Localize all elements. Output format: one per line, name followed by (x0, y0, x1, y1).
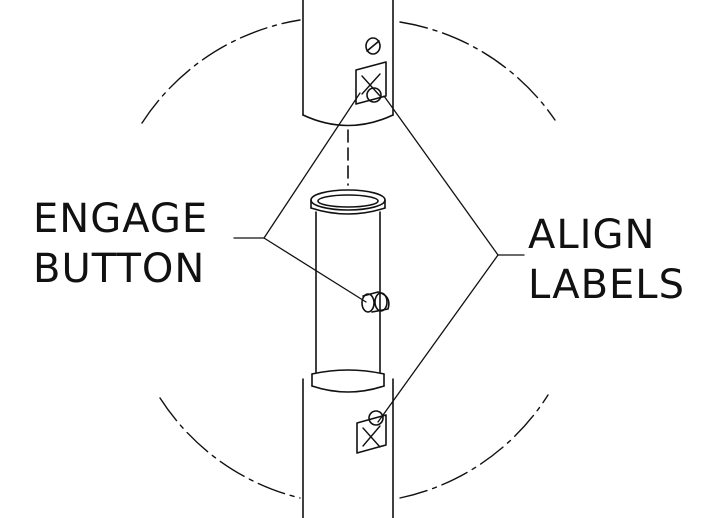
engage-leaders (233, 92, 367, 303)
align-label-line1: ALIGN (528, 212, 656, 258)
engage-label-line1: ENGAGE (33, 196, 209, 242)
engage-button (361, 291, 390, 313)
upper-tube-section (302, 0, 394, 127)
engage-label-line2: BUTTON (33, 246, 206, 292)
align-label-line2: LABELS (528, 262, 685, 308)
upper-tube-button (365, 37, 381, 55)
detail-circle (141, 19, 556, 499)
inner-tube (310, 189, 386, 373)
upper-align-label (355, 61, 387, 105)
align-leaders (377, 95, 525, 423)
lower-align-label (356, 410, 387, 454)
lower-outer-tube (302, 369, 394, 518)
